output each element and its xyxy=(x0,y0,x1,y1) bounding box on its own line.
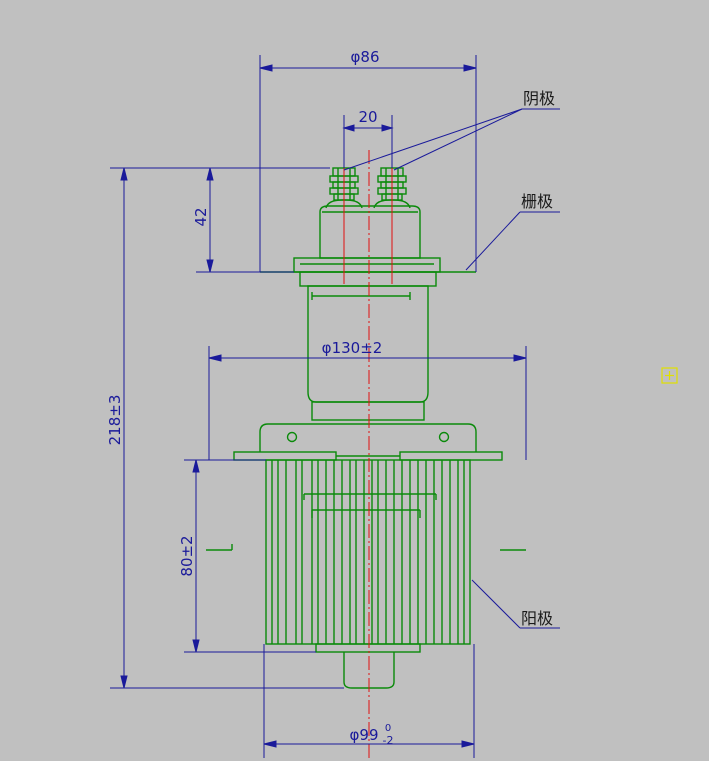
dim-anode-height: 80±2 xyxy=(178,535,196,576)
dim-flange-diameter: φ130±2 xyxy=(322,339,383,357)
label-cathode: 阴极 xyxy=(523,89,555,108)
label-grid: 栅极 xyxy=(521,192,553,211)
dim-top-height: 42 xyxy=(192,207,210,226)
top-insulator xyxy=(319,205,421,259)
dim-anode-diameter: φ99 xyxy=(350,726,379,744)
callout-labels: 阴极 栅极 阳极 xyxy=(521,89,555,628)
dimension-lines xyxy=(110,55,560,758)
dimension-text: φ86 20 42 218±3 φ130±2 80±2 φ99 0 -2 xyxy=(106,48,393,747)
dim-anode-tol-upper: 0 xyxy=(385,723,391,734)
snap-marker-icon xyxy=(661,367,678,384)
dim-top-width: φ86 xyxy=(351,48,380,66)
anode-flange xyxy=(259,423,477,452)
anode-radiator xyxy=(271,460,465,644)
dim-terminal-spacing: 20 xyxy=(358,108,377,126)
dim-anode-tol-lower: -2 xyxy=(383,734,394,747)
centerlines xyxy=(343,150,393,761)
label-anode: 阳极 xyxy=(521,609,553,628)
dim-overall-height: 218±3 xyxy=(106,395,124,446)
